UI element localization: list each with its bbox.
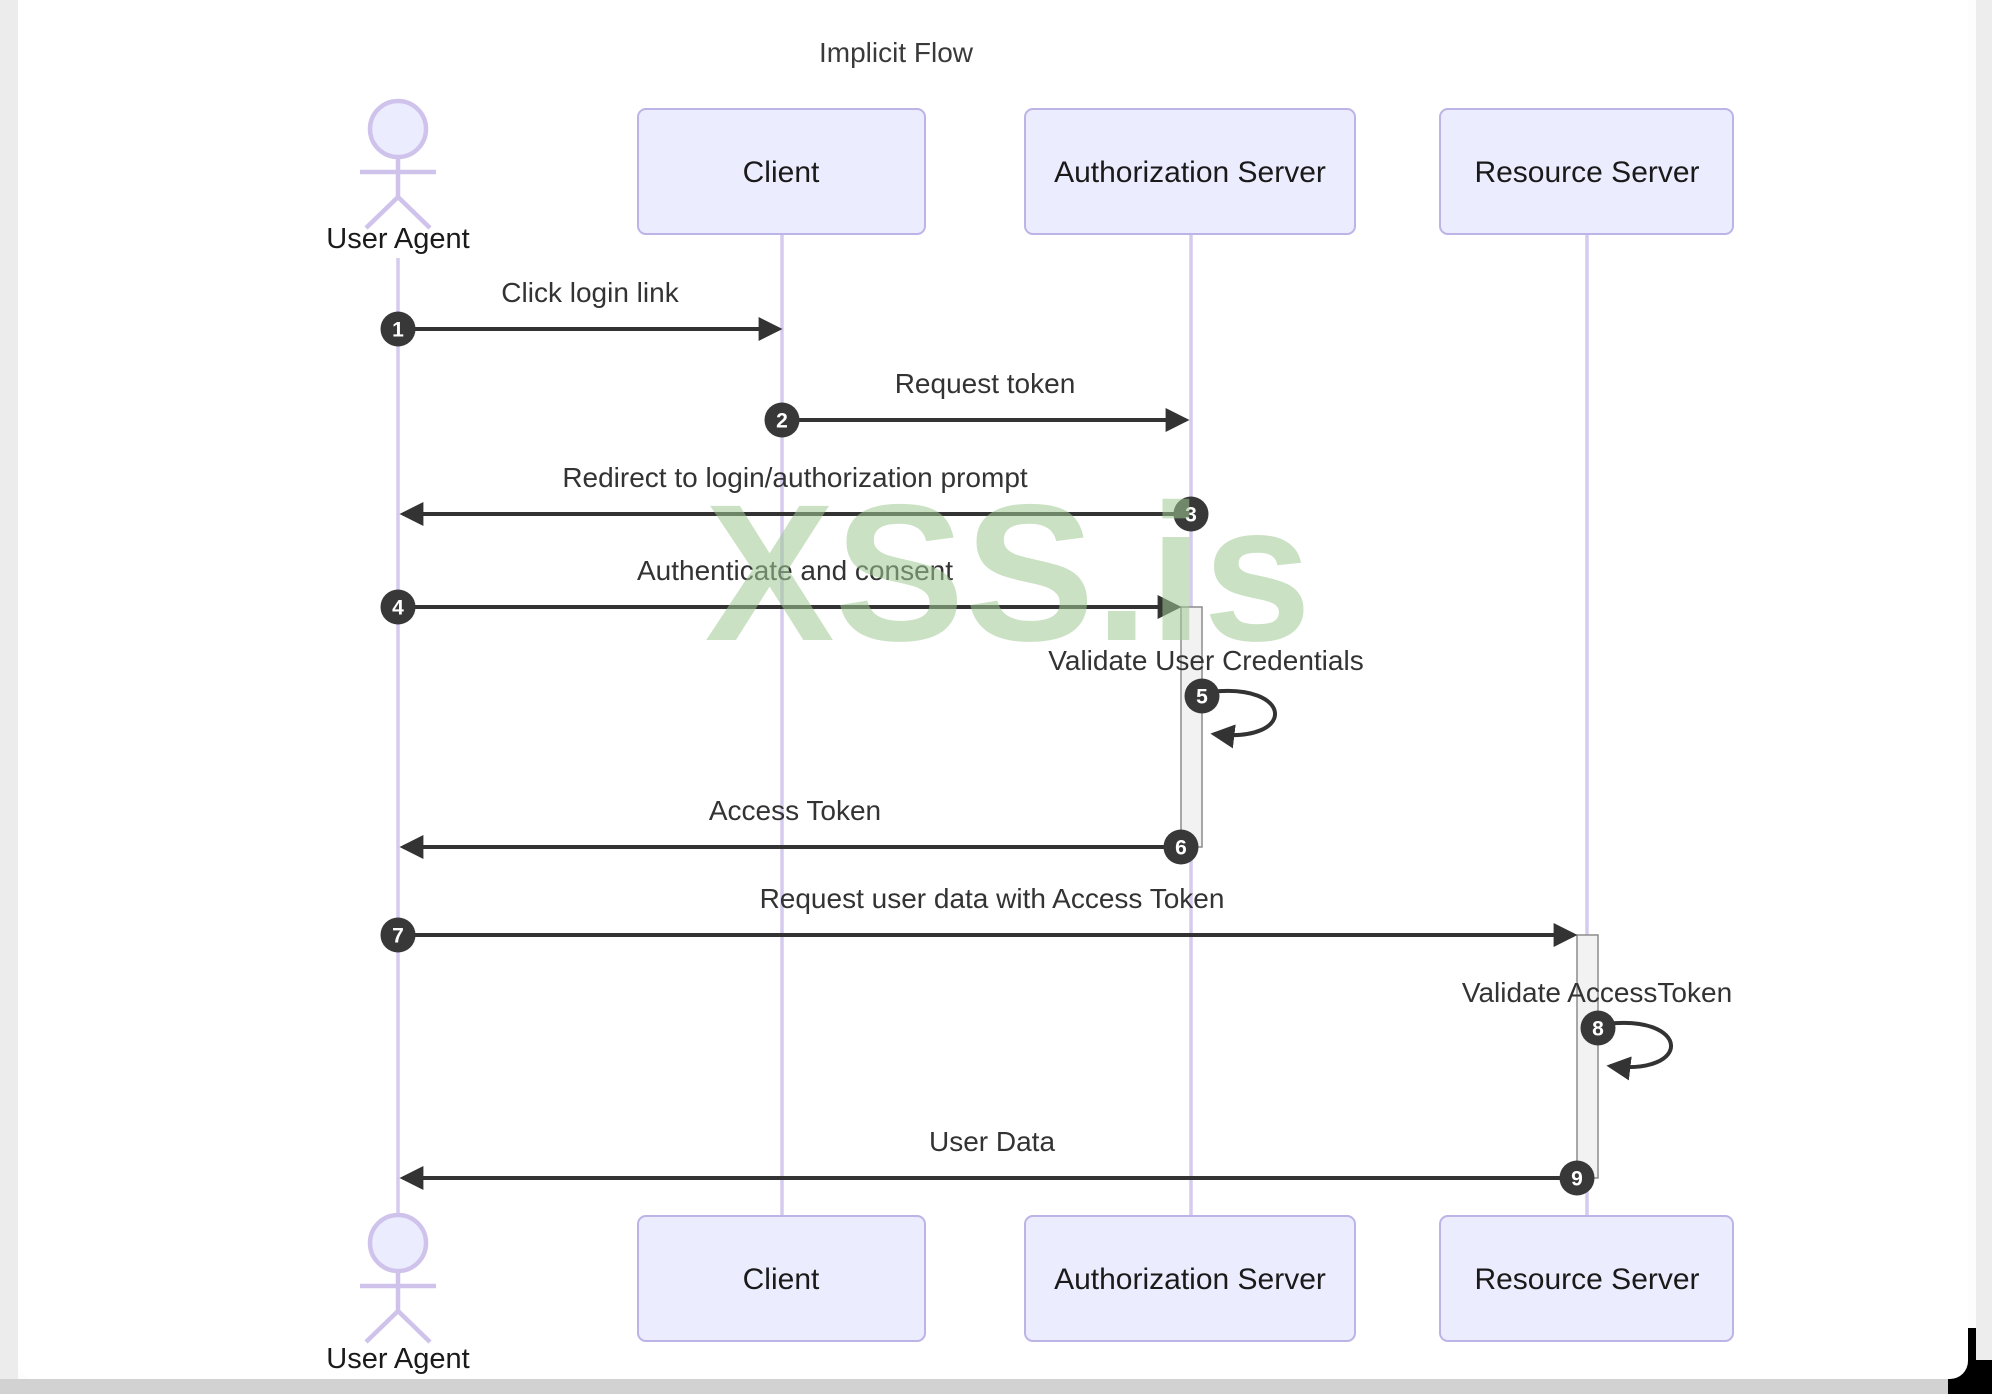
participant-box [1024,1215,1356,1342]
message-3: Redirect to login/authorization prompt 3 [399,462,1209,532]
participant-box [637,1215,926,1342]
message-9-label: User Data [929,1126,1055,1157]
message-2-label: Request token [895,368,1076,399]
message-4: Authenticate and consent 4 [380,555,1182,625]
participant-label-resource-server: Resource Server [1474,1263,1699,1296]
participant-client-bottom: Client [637,1215,926,1342]
message-3-label: Redirect to login/authorization prompt [562,462,1028,493]
participant-authorization-server-top: Authorization Server [1024,108,1356,235]
message-8-loop-arrow [1605,1020,1673,1081]
message-4-number-badge [380,589,416,625]
message-6: Access Token 6 [399,795,1199,865]
message-5-number: 5 [1196,686,1208,709]
actor-leg-left-icon [364,195,400,230]
participant-resource-server-top: Resource Server [1439,108,1734,235]
message-2-number: 2 [776,410,788,433]
actor-head-icon [367,1212,429,1274]
message-9: User Data 9 [399,1126,1595,1196]
message-7-number-badge [380,917,416,953]
message-1-label: Click login link [501,277,679,308]
message-7-label: Request user data with Access Token [760,883,1225,914]
actor-leg-right-icon [396,1309,432,1344]
message-9-number-badge [1559,1160,1595,1196]
message-1-number: 1 [392,319,404,342]
message-5-label: Validate User Credentials [1048,645,1363,676]
message-6-label: Access Token [709,795,881,826]
message-3-number: 3 [1185,504,1197,527]
actor-label-user-agent: User Agent [326,223,469,255]
participant-label-authorization-server: Authorization Server [1054,1263,1326,1296]
actor-user-agent-bottom: User Agent [326,1212,470,1375]
participant-label-resource-server: Resource Server [1474,156,1699,189]
message-2-number-badge [764,402,800,438]
participant-resource-server-bottom: Resource Server [1439,1215,1734,1342]
message-4-number: 4 [392,597,404,620]
right-scroll-edge[interactable] [1976,0,1992,1360]
participant-box [1439,108,1734,235]
bottom-gray-bar [0,1379,1948,1394]
message-6-number-badge [1163,829,1199,865]
participant-authorization-server-bottom: Authorization Server [1024,1215,1356,1342]
message-8-self-loop: Validate AccessToken 8 [1462,977,1732,1081]
participant-label-client: Client [743,156,820,189]
message-3-number-badge [1173,496,1209,532]
message-6-number: 6 [1175,837,1187,860]
message-2: Request token 2 [764,368,1190,438]
diagram-title: Implicit Flow [819,37,974,68]
actor-leg-right-icon [396,195,432,230]
message-4-label: Authenticate and consent [637,555,953,586]
message-5-number-badge [1184,678,1220,714]
participant-label-authorization-server: Authorization Server [1054,156,1326,189]
actor-leg-left-icon [364,1309,400,1344]
message-9-number: 9 [1571,1168,1583,1191]
watermark-text: XSS.is [705,464,1312,682]
participant-box [1024,108,1356,235]
message-8-label: Validate AccessToken [1462,977,1732,1008]
message-8-number: 8 [1592,1018,1604,1041]
message-5-loop-arrow [1209,688,1277,749]
message-7: Request user data with Access Token 7 [380,883,1578,953]
actor-head-icon [367,98,429,160]
message-1-number-badge [380,311,416,347]
participant-box [637,108,926,235]
message-5-self-loop: Validate User Credentials 5 [1048,645,1364,749]
message-7-number: 7 [392,925,404,948]
participant-box [1439,1215,1734,1342]
actor-user-agent-top: User Agent [326,98,470,255]
activation-bar-resource-server [1576,934,1599,1179]
left-page-edge [0,0,18,1379]
participant-client-top: Client [637,108,926,235]
message-1: Click login link 1 [380,277,783,347]
participant-label-client: Client [743,1263,820,1296]
actor-label-user-agent: User Agent [326,1343,469,1375]
message-8-number-badge [1580,1010,1616,1046]
